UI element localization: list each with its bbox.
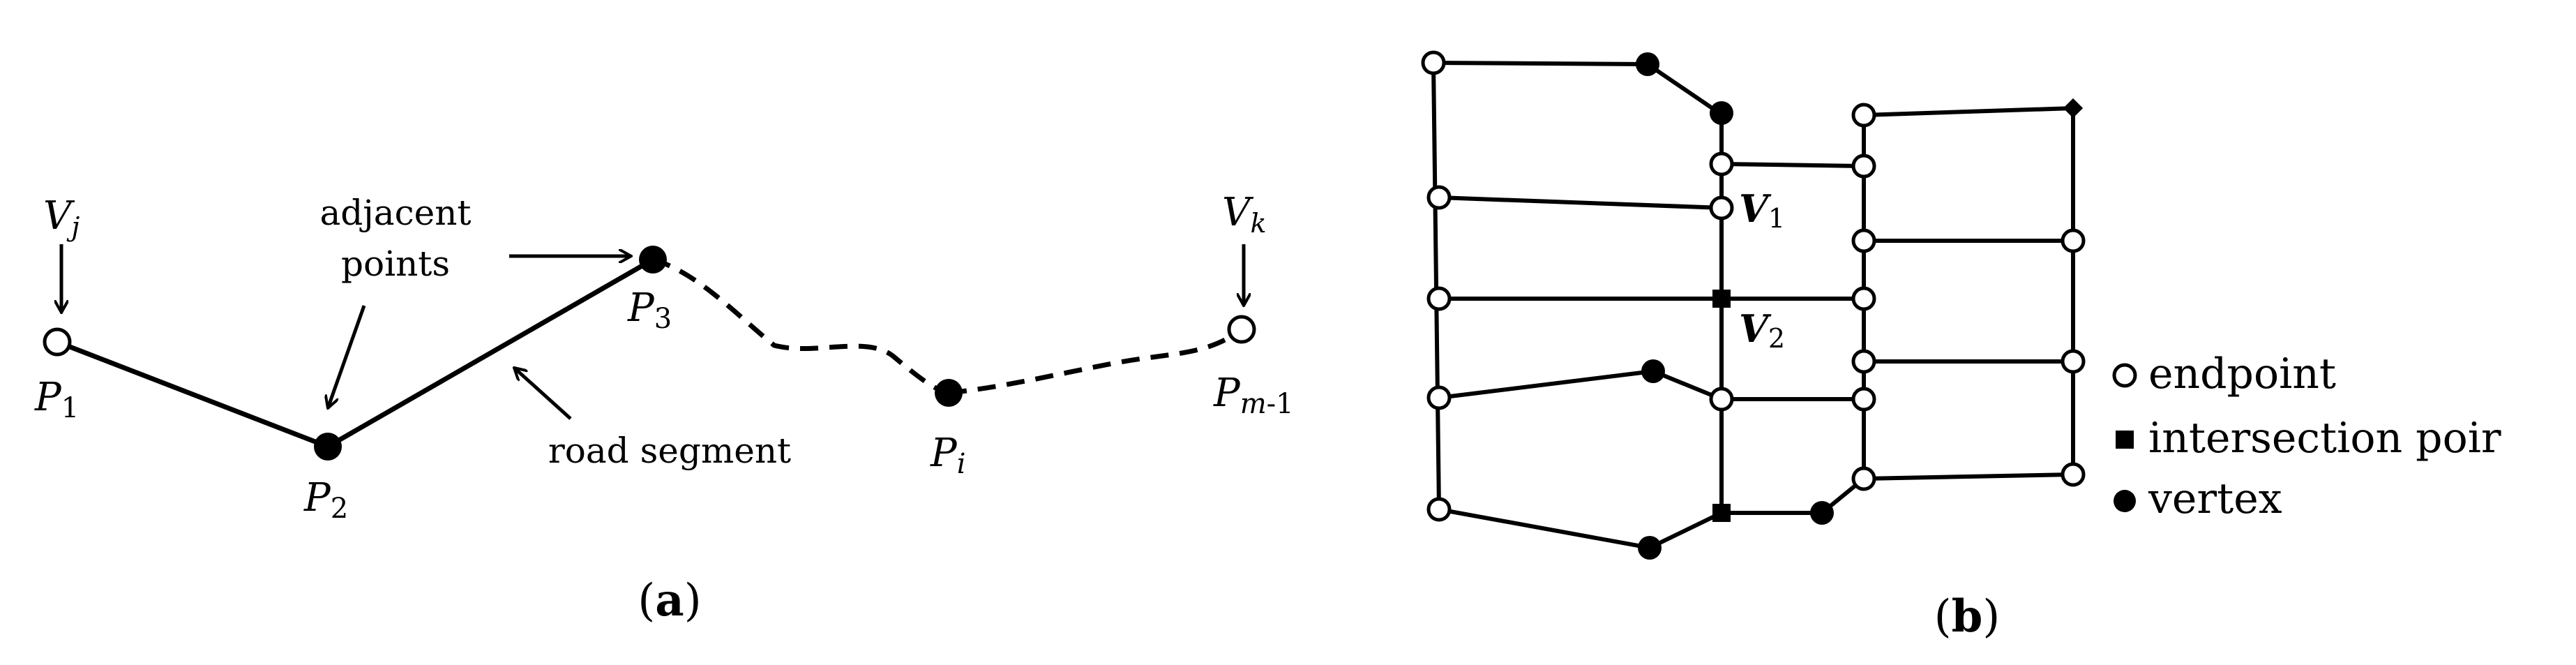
- label-adjacent-line1: adjacent: [319, 193, 471, 233]
- legend-vertex-label: vertex: [2148, 475, 2282, 523]
- road-segment-p1-p2: [56, 339, 329, 449]
- endpoint-node: [1426, 385, 1452, 410]
- point-p1-endpoint: [43, 327, 72, 357]
- label-p2: P2: [303, 475, 348, 525]
- label-p3: P3: [627, 285, 672, 335]
- vertex-node: [1638, 536, 1662, 560]
- label-pi: Pi: [930, 431, 965, 480]
- endpoint-node: [1426, 497, 1452, 522]
- endpoint-node: [1709, 387, 1734, 412]
- edge-left-vertical: [1431, 62, 1441, 510]
- endpoint-node: [1851, 154, 1876, 179]
- label-road-segment: road segment: [548, 431, 791, 471]
- vertex-node: [1710, 101, 1733, 125]
- edge-right-row-3: [1863, 472, 2074, 481]
- edge-mid-row-1: [1722, 162, 1865, 168]
- intersection-node-v2: [1712, 290, 1731, 308]
- endpoint-node: [1426, 286, 1452, 311]
- vertex-node: [1636, 52, 1659, 76]
- endpoint-node: [1851, 466, 1876, 491]
- edge-row-4: [1438, 368, 1723, 401]
- panel-b-nodes: [1421, 50, 2086, 560]
- dashed-path-p3-pi: [652, 257, 949, 396]
- endpoint-node: [1851, 103, 1876, 128]
- endpoint-node: [1851, 387, 1876, 412]
- label-pm1: Pm-1: [1213, 371, 1294, 420]
- label-vj: Vj: [43, 193, 80, 242]
- vertex-node: [1641, 359, 1665, 383]
- legend-endpoint-label: endpoint: [2148, 350, 2336, 398]
- panel-b: [1431, 61, 2075, 551]
- endpoint-node: [1709, 151, 1734, 177]
- endpoint-node: [1851, 349, 1876, 374]
- endpoint-node: [1426, 185, 1452, 210]
- arrow-adjacent-p2: [328, 305, 366, 408]
- diamond-node: [2063, 98, 2084, 119]
- legend-endpoint-icon: [2112, 363, 2137, 388]
- legend: endpoint intersection poir vertex: [2112, 350, 2501, 523]
- point-pm1-endpoint: [1227, 315, 1256, 344]
- arrow-road-segment: [514, 368, 572, 420]
- edge-right-top: [1863, 106, 2074, 117]
- caption-a: (a): [638, 574, 701, 627]
- endpoint-node-v1: [1709, 195, 1734, 221]
- label-p1: P1: [34, 375, 79, 424]
- caption-b: (b): [1934, 590, 2001, 643]
- legend-intersection-label: intersection poir: [2148, 414, 2501, 463]
- vertex-node: [1810, 501, 1834, 525]
- endpoint-node: [1851, 228, 1876, 253]
- point-p3-vertex: [639, 246, 667, 274]
- endpoint-node: [1851, 286, 1876, 311]
- dashed-path-pi-pm1: [948, 327, 1244, 396]
- endpoint-node: [2061, 228, 2086, 253]
- endpoint-node: [2061, 462, 2086, 487]
- label-v2: V2: [1739, 306, 1785, 354]
- label-adjacent-line2: points: [341, 244, 450, 284]
- label-v1: V1: [1739, 186, 1785, 234]
- endpoint-node: [1421, 50, 1446, 75]
- edge-top-left: [1433, 61, 1721, 115]
- edge-bottom-left: [1438, 507, 1723, 551]
- road-segment-p2-p3: [326, 257, 654, 449]
- label-vk: Vk: [1222, 190, 1266, 239]
- intersection-node: [1712, 504, 1731, 522]
- edge-row-2: [1438, 195, 1724, 210]
- legend-intersection-icon: [2116, 431, 2134, 449]
- legend-vertex-icon: [2114, 490, 2136, 512]
- point-p2-vertex: [314, 433, 342, 461]
- point-pi-vertex: [935, 379, 963, 407]
- panel-a: Vj Vk adjacent points road segment P1 P2…: [34, 190, 1294, 627]
- endpoint-node: [2061, 349, 2086, 374]
- edge-mid-bottom: [1722, 477, 1865, 515]
